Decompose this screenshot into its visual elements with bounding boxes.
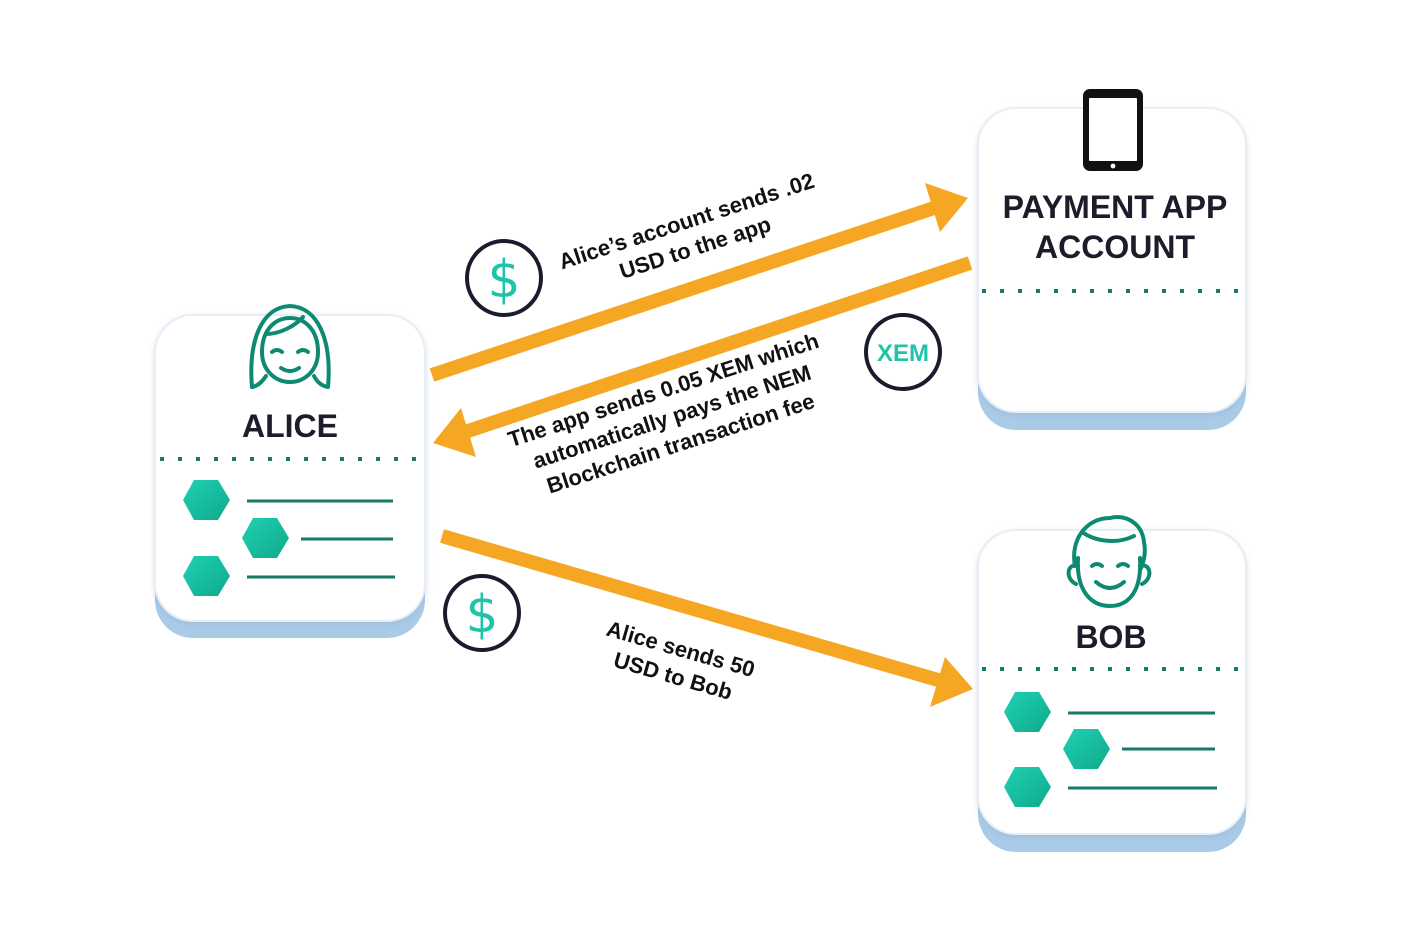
arrow-from-app <box>433 256 973 457</box>
arrow-from-app-label: The app sends 0.05 XEM which automatical… <box>505 328 822 499</box>
xem-coin-icon: XEM <box>864 313 942 391</box>
hexagon-icon <box>183 480 230 520</box>
payment-app-label-line2: ACCOUNT <box>1035 229 1195 265</box>
arrow-to-app-label: Alice’s account sends .02 USD to the app <box>556 168 818 284</box>
bob-card: BOB <box>977 515 1247 852</box>
hexagon-icon <box>1004 767 1051 807</box>
arrow-to-bob-label: Alice sends 50 USD to Bob <box>604 616 758 705</box>
hexagon-icon <box>1004 692 1051 732</box>
dollar-icon: $ <box>443 574 521 652</box>
payment-app-label-line1: PAYMENT APP <box>1003 189 1228 225</box>
svg-text:$: $ <box>487 250 520 310</box>
svg-text:XEM: XEM <box>877 340 929 367</box>
payment-app-card: PAYMENT APP ACCOUNT <box>977 89 1247 430</box>
alice-card: ALICE <box>154 304 426 638</box>
man-avatar-icon <box>1066 515 1152 608</box>
woman-avatar-icon <box>249 304 331 389</box>
hexagon-icon <box>242 518 289 558</box>
svg-text:$: $ <box>465 585 498 645</box>
hexagon-icon <box>183 556 230 596</box>
arrow-to-bob <box>440 529 973 707</box>
alice-label: ALICE <box>242 408 338 444</box>
bob-label: BOB <box>1075 619 1146 655</box>
hexagon-icon <box>1063 729 1110 769</box>
arrow-to-app <box>429 183 968 382</box>
dollar-icon: $ <box>465 239 543 317</box>
tablet-icon <box>1083 89 1143 171</box>
